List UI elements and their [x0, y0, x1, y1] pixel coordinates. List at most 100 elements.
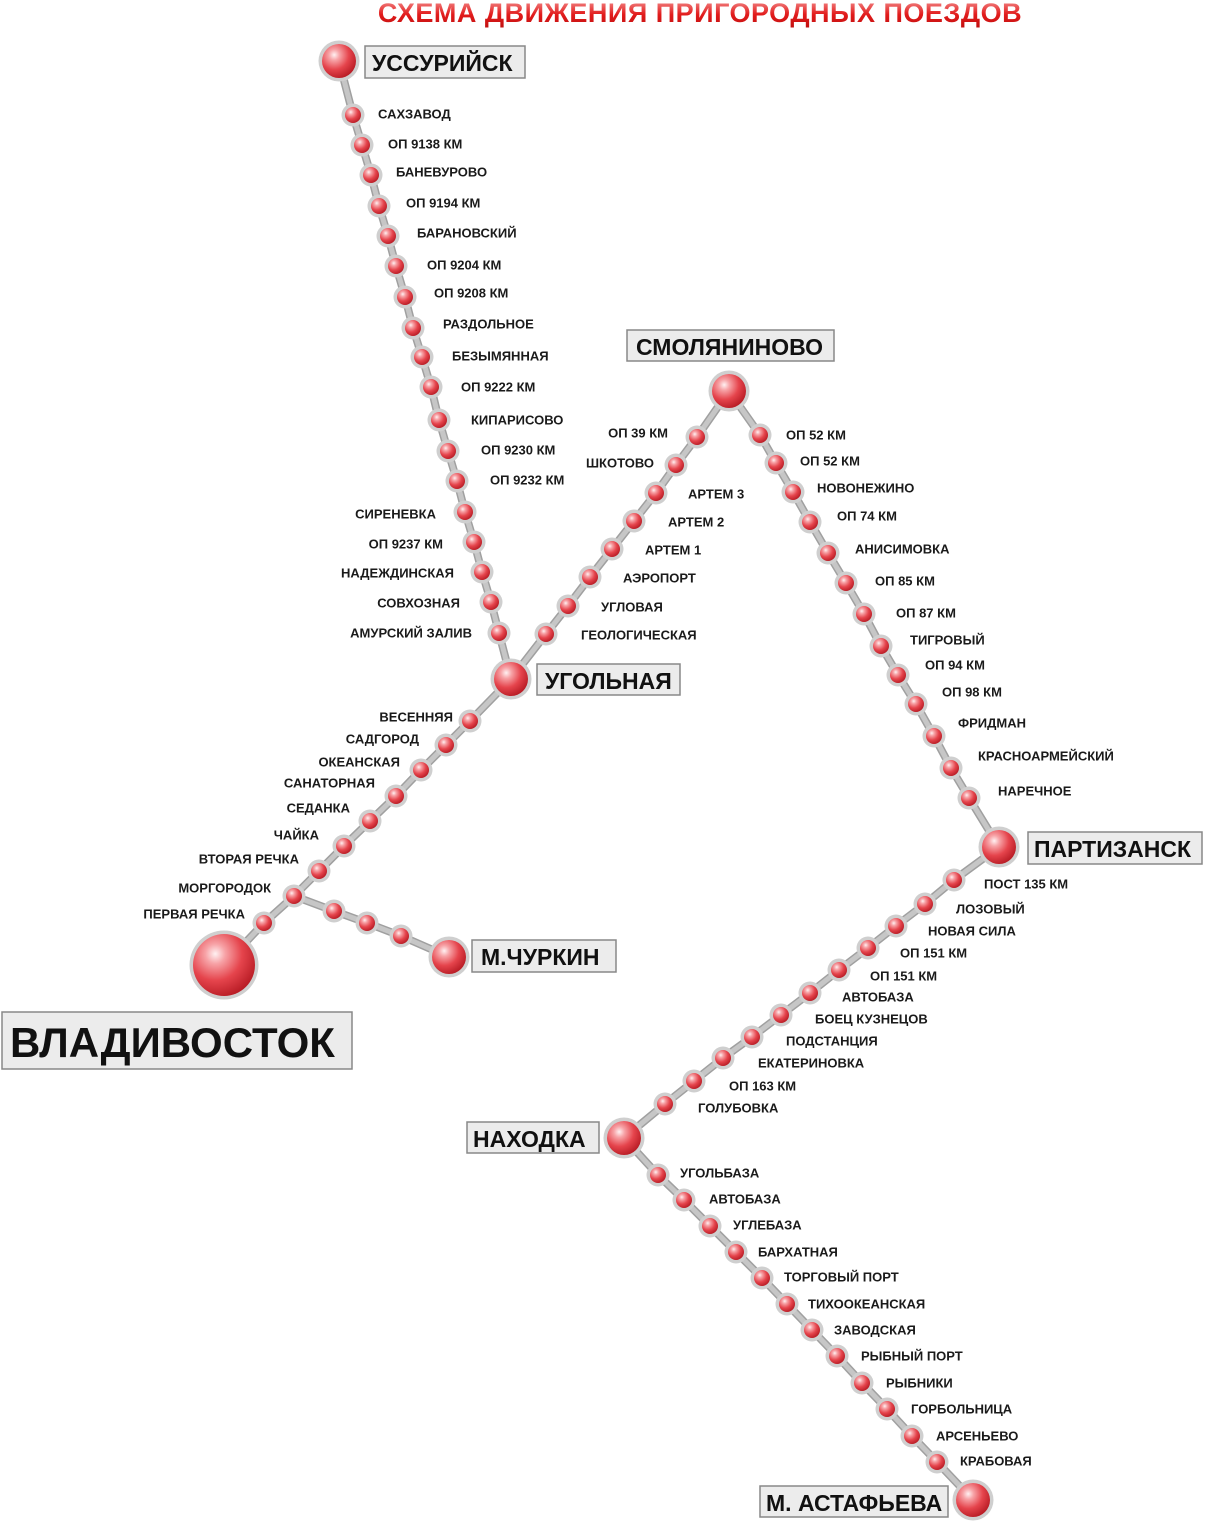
station-ussuriysk_uglnaya-14[interactable]	[466, 534, 482, 550]
station-smolyaninovo_uglnaya-3[interactable]	[626, 513, 642, 529]
hub-smolyaninovo[interactable]: СМОЛЯНИНОВО	[626, 329, 835, 362]
station-uglnaya_vladivostok-1[interactable]	[438, 737, 454, 753]
station-ussuriysk_uglnaya-11[interactable]	[440, 443, 456, 459]
station-partizansk_nakhodka-3[interactable]	[860, 940, 876, 956]
station-ussuriysk_uglnaya-15[interactable]	[474, 564, 490, 580]
hub-nakhodka-marker[interactable]	[607, 1121, 641, 1155]
station-smolyaninovo_uglnaya-2[interactable]	[648, 485, 664, 501]
station-uglnaya_vladivostok-2[interactable]	[413, 762, 429, 778]
station-partizansk_nakhodka-8[interactable]	[715, 1050, 731, 1066]
hub-partizansk-marker[interactable]	[982, 830, 1016, 864]
station-partizansk_nakhodka-10[interactable]	[657, 1096, 673, 1112]
station-ussuriysk_uglnaya-8[interactable]	[414, 349, 430, 365]
station-uglnaya_vladivostok-8[interactable]	[256, 915, 272, 931]
station-uglnaya_vladivostok-7[interactable]	[286, 888, 302, 904]
station-smolyaninovo_partizansk-0[interactable]	[752, 427, 768, 443]
station-smolyaninovo_partizansk-9[interactable]	[908, 696, 924, 712]
station-partizansk_nakhodka-9[interactable]	[686, 1073, 702, 1089]
station-smolyaninovo_partizansk-11[interactable]	[943, 760, 959, 776]
station-smolyaninovo_partizansk-7[interactable]	[873, 638, 889, 654]
station-smolyaninovo_partizansk-1[interactable]	[768, 455, 784, 471]
hub-mastafyeva[interactable]: М. АСТАФЬЕВА	[759, 1485, 949, 1518]
station-nakhodka_mastafyeva-4[interactable]	[754, 1270, 770, 1286]
station-label-partizansk_nakhodka-9: ОП 163 КМ	[729, 1079, 796, 1094]
hub-smolyaninovo-marker[interactable]	[712, 374, 746, 408]
station-partizansk_nakhodka-1[interactable]	[917, 896, 933, 912]
hub-ussuriysk-marker[interactable]	[322, 44, 356, 78]
station-ussuriysk_uglnaya-9[interactable]	[423, 379, 439, 395]
station-smolyaninovo_uglnaya-1[interactable]	[668, 457, 684, 473]
station-churkin-branch-1[interactable]	[359, 915, 375, 931]
station-uglnaya_vladivostok-4[interactable]	[362, 813, 378, 829]
station-churkin-branch-2[interactable]	[393, 928, 409, 944]
station-ussuriysk_uglnaya-16[interactable]	[483, 594, 499, 610]
station-label-smolyaninovo_uglnaya-1: ШКОТОВО	[586, 456, 654, 471]
station-nakhodka_mastafyeva-2[interactable]	[702, 1218, 718, 1234]
station-ussuriysk_uglnaya-3[interactable]	[371, 198, 387, 214]
station-nakhodka_mastafyeva-6[interactable]	[804, 1322, 820, 1338]
hub-mchurkin-marker[interactable]	[432, 940, 466, 974]
station-smolyaninovo_partizansk-10[interactable]	[926, 728, 942, 744]
station-uglnaya_vladivostok-3[interactable]	[388, 788, 404, 804]
station-churkin-branch-0[interactable]	[326, 903, 342, 919]
station-ussuriysk_uglnaya-2[interactable]	[363, 167, 379, 183]
station-ussuriysk_uglnaya-1[interactable]	[354, 137, 370, 153]
station-label-ussuriysk_uglnaya-5: ОП 9204 КМ	[427, 258, 501, 273]
station-label-ussuriysk_uglnaya-16: СОВХОЗНАЯ	[377, 596, 460, 611]
hub-vladivostok-marker[interactable]	[193, 934, 255, 996]
station-smolyaninovo_partizansk-5[interactable]	[838, 575, 854, 591]
station-label-nakhodka_mastafyeva-7: РЫБНЫЙ ПОРТ	[861, 1349, 963, 1364]
station-uglnaya_vladivostok-0[interactable]	[462, 713, 478, 729]
station-label-uglnaya_vladivostok-2: ОКЕАНСКАЯ	[318, 755, 400, 770]
station-ussuriysk_uglnaya-13[interactable]	[457, 504, 473, 520]
station-smolyaninovo_partizansk-6[interactable]	[856, 606, 872, 622]
station-label-partizansk_nakhodka-5: АВТОБАЗА	[842, 990, 914, 1005]
station-ussuriysk_uglnaya-17[interactable]	[491, 625, 507, 641]
station-nakhodka_mastafyeva-0[interactable]	[650, 1167, 666, 1183]
station-ussuriysk_uglnaya-12[interactable]	[449, 473, 465, 489]
station-partizansk_nakhodka-7[interactable]	[744, 1029, 760, 1045]
station-label-ussuriysk_uglnaya-3: ОП 9194 КМ	[406, 196, 480, 211]
station-label-smolyaninovo_partizansk-5: ОП 85 КМ	[875, 574, 935, 589]
station-nakhodka_mastafyeva-11[interactable]	[929, 1454, 945, 1470]
station-smolyaninovo_partizansk-4[interactable]	[820, 545, 836, 561]
station-smolyaninovo_partizansk-2[interactable]	[785, 484, 801, 500]
hub-mchurkin[interactable]: М.ЧУРКИН	[471, 939, 617, 973]
station-ussuriysk_uglnaya-4[interactable]	[380, 228, 396, 244]
station-smolyaninovo_uglnaya-6[interactable]	[560, 598, 576, 614]
station-ussuriysk_uglnaya-7[interactable]	[405, 320, 421, 336]
station-smolyaninovo_uglnaya-0[interactable]	[689, 429, 705, 445]
station-partizansk_nakhodka-5[interactable]	[802, 985, 818, 1001]
hub-nakhodka[interactable]: НАХОДКА	[466, 1121, 600, 1154]
station-nakhodka_mastafyeva-8[interactable]	[854, 1375, 870, 1391]
station-partizansk_nakhodka-2[interactable]	[888, 918, 904, 934]
station-ussuriysk_uglnaya-10[interactable]	[431, 412, 447, 428]
station-nakhodka_mastafyeva-10[interactable]	[904, 1428, 920, 1444]
hub-partizansk[interactable]: ПАРТИЗАНСК	[1027, 831, 1203, 865]
station-ussuriysk_uglnaya-6[interactable]	[397, 289, 413, 305]
station-label-smolyaninovo_uglnaya-2: АРТЕМ 3	[688, 487, 744, 502]
station-uglnaya_vladivostok-6[interactable]	[311, 863, 327, 879]
station-partizansk_nakhodka-0[interactable]	[946, 872, 962, 888]
station-partizansk_nakhodka-6[interactable]	[773, 1007, 789, 1023]
station-smolyaninovo_uglnaya-7[interactable]	[538, 626, 554, 642]
station-uglnaya_vladivostok-5[interactable]	[336, 838, 352, 854]
station-smolyaninovo_partizansk-8[interactable]	[890, 667, 906, 683]
station-smolyaninovo_uglnaya-5[interactable]	[582, 569, 598, 585]
station-smolyaninovo_uglnaya-4[interactable]	[604, 541, 620, 557]
station-nakhodka_mastafyeva-9[interactable]	[879, 1401, 895, 1417]
station-smolyaninovo_partizansk-3[interactable]	[802, 514, 818, 530]
station-nakhodka_mastafyeva-1[interactable]	[676, 1192, 692, 1208]
station-smolyaninovo_partizansk-12[interactable]	[961, 790, 977, 806]
station-partizansk_nakhodka-4[interactable]	[831, 962, 847, 978]
station-ussuriysk_uglnaya-0[interactable]	[345, 107, 361, 123]
station-ussuriysk_uglnaya-5[interactable]	[388, 258, 404, 274]
station-nakhodka_mastafyeva-5[interactable]	[779, 1296, 795, 1312]
hub-ussuriysk[interactable]: УССУРИЙСК	[364, 45, 526, 79]
station-nakhodka_mastafyeva-3[interactable]	[728, 1244, 744, 1260]
station-nakhodka_mastafyeva-7[interactable]	[829, 1348, 845, 1364]
hub-mastafyeva-marker[interactable]	[956, 1483, 990, 1517]
hub-uglnaya[interactable]: УГОЛЬНАЯ	[536, 663, 681, 696]
hub-uglnaya-marker[interactable]	[494, 662, 528, 696]
hub-vladivostok[interactable]: ВЛАДИВОСТОК	[1, 1011, 353, 1070]
